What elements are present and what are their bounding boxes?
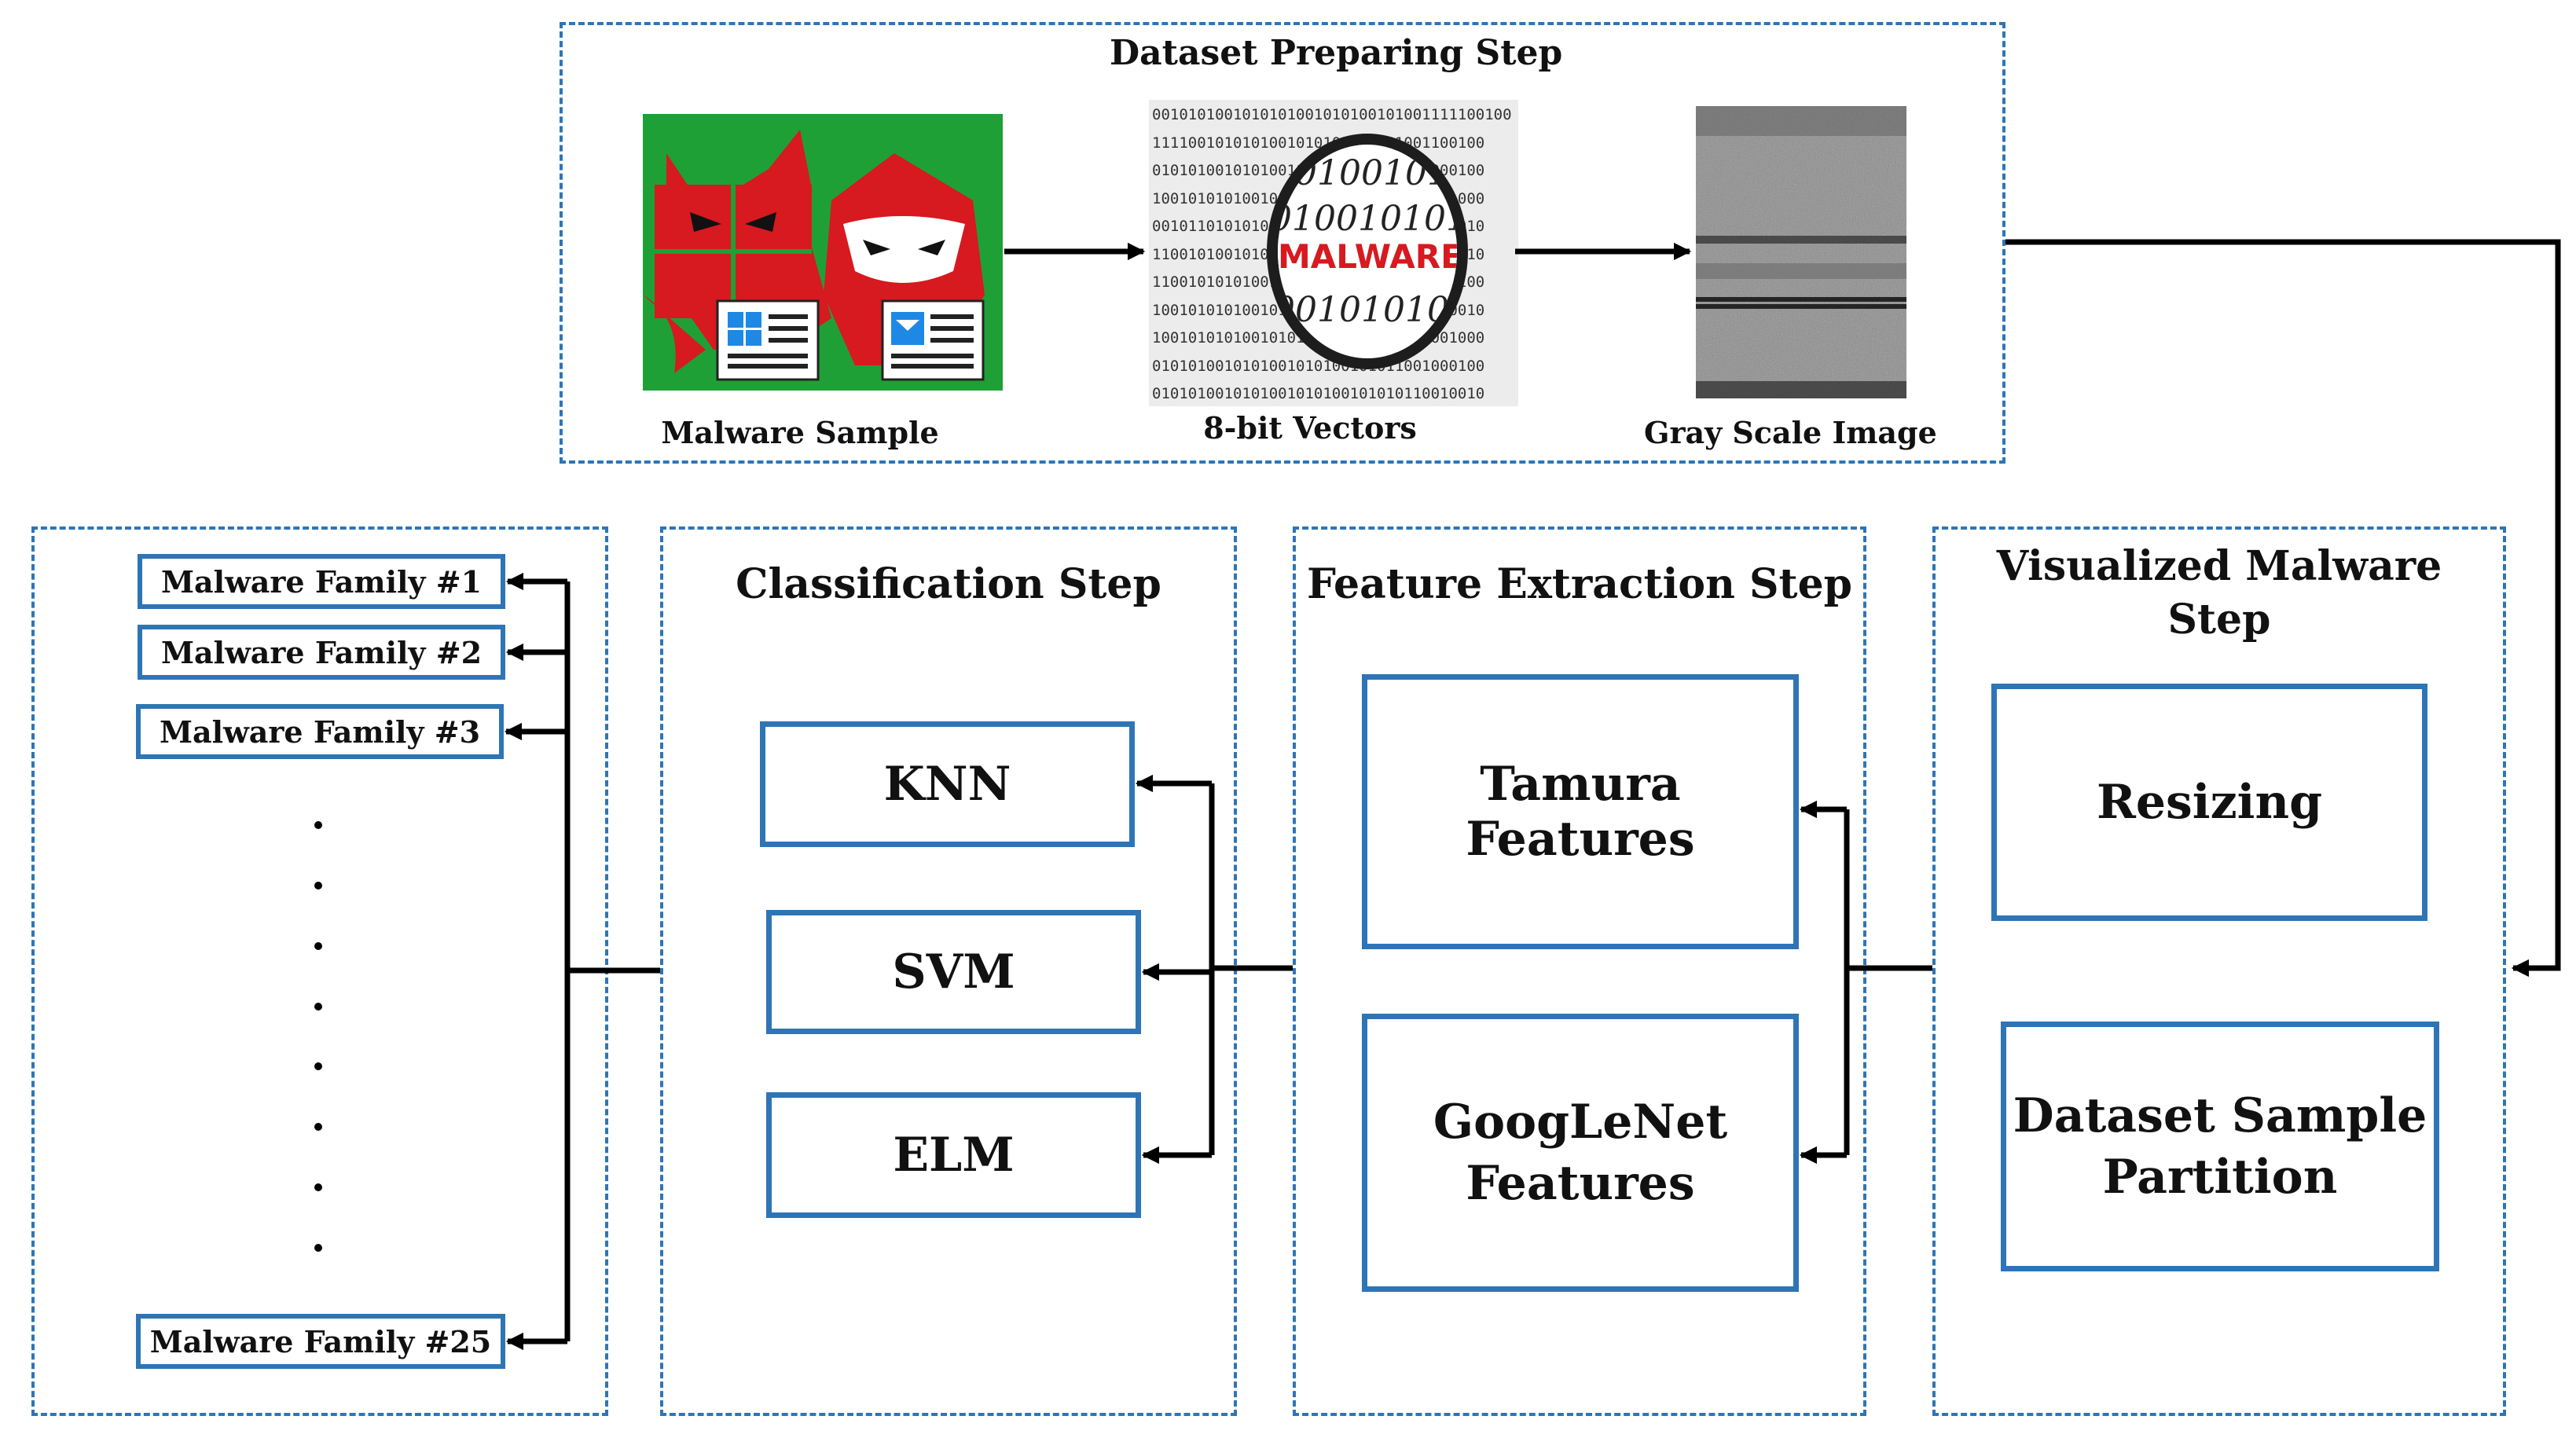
ellipsis-dots <box>314 821 322 1252</box>
classification-title: Classification Step <box>736 560 1161 608</box>
mail-document-icon <box>881 299 985 381</box>
ellipsis-dot <box>314 1244 322 1252</box>
googlenet-box: GoogLeNet Features <box>1362 1014 1799 1292</box>
ellipsis-dot <box>314 882 322 890</box>
partition-label-1: Dataset Sample <box>2013 1088 2427 1143</box>
partition-label-2: Partition <box>2102 1150 2338 1205</box>
svm-label: SVM <box>892 945 1015 1000</box>
visualized-malware-panel <box>1932 526 2506 1416</box>
binary-line: 0010101001010101001010100101001111100100 <box>1152 106 1512 123</box>
family-25-label: Malware Family #25 <box>149 1323 492 1359</box>
family-25-box: Malware Family #25 <box>136 1314 505 1369</box>
family-3-label: Malware Family #3 <box>159 713 481 750</box>
lens-digit-line: 001010101 <box>1273 290 1468 330</box>
googlenet-label-2: Features <box>1466 1156 1695 1211</box>
ellipsis-dot <box>314 942 322 950</box>
classification-panel <box>660 526 1237 1416</box>
knn-label: KNN <box>883 757 1011 812</box>
ellipsis-dot <box>314 821 322 829</box>
family-1-box: Malware Family #1 <box>138 554 505 609</box>
ellipsis-dot <box>314 1123 322 1131</box>
elm-box: ELM <box>766 1092 1141 1218</box>
feature-extraction-panel <box>1293 526 1866 1416</box>
binary-vectors-label: 8-bit Vectors <box>1203 410 1417 446</box>
arrow-dataset-to-visualized <box>2005 239 2561 978</box>
feature-extraction-title: Feature Extraction Step <box>1306 560 1853 608</box>
elm-label: ELM <box>893 1128 1015 1183</box>
svm-box: SVM <box>766 910 1141 1034</box>
googlenet-label-1: GoogLeNet <box>1433 1095 1728 1150</box>
resizing-box: Resizing <box>1991 684 2427 921</box>
ellipsis-dot <box>314 1183 322 1191</box>
ellipsis-dot <box>314 1062 322 1070</box>
ellipsis-dot <box>314 1003 322 1011</box>
family-2-box: Malware Family #2 <box>138 625 505 680</box>
family-1-label: Malware Family #1 <box>160 563 483 600</box>
malware-sample-image <box>643 114 1003 391</box>
visualized-malware-title-1: Visualized Malware <box>1996 542 2442 590</box>
family-2-label: Malware Family #2 <box>160 634 483 670</box>
malware-sample-label: Malware Sample <box>661 415 939 450</box>
lens-digit-line: 0100101 <box>1295 153 1449 193</box>
binary-line: 0101010010101001010100101010110010010 <box>1152 385 1485 402</box>
knn-box: KNN <box>760 721 1135 847</box>
tamura-box: Tamura Features <box>1362 674 1799 949</box>
visualized-malware-title-2: Step <box>2167 596 2271 644</box>
gray-scale-label: Gray Scale Image <box>1644 415 1937 450</box>
tamura-label: Tamura Features <box>1466 757 1695 867</box>
lens-digit-line: 01001010101 <box>1270 199 1468 239</box>
resizing-label: Resizing <box>2096 775 2323 830</box>
dataset-partition-box: Dataset Sample Partition <box>2001 1022 2439 1271</box>
dataset-preparing-panel <box>560 22 2005 464</box>
gray-scale-image <box>1696 106 1906 398</box>
family-3-box: Malware Family #3 <box>136 704 504 759</box>
magnifier-malware-word: MALWARE <box>1278 237 1463 276</box>
windows-document-icon <box>716 299 820 381</box>
